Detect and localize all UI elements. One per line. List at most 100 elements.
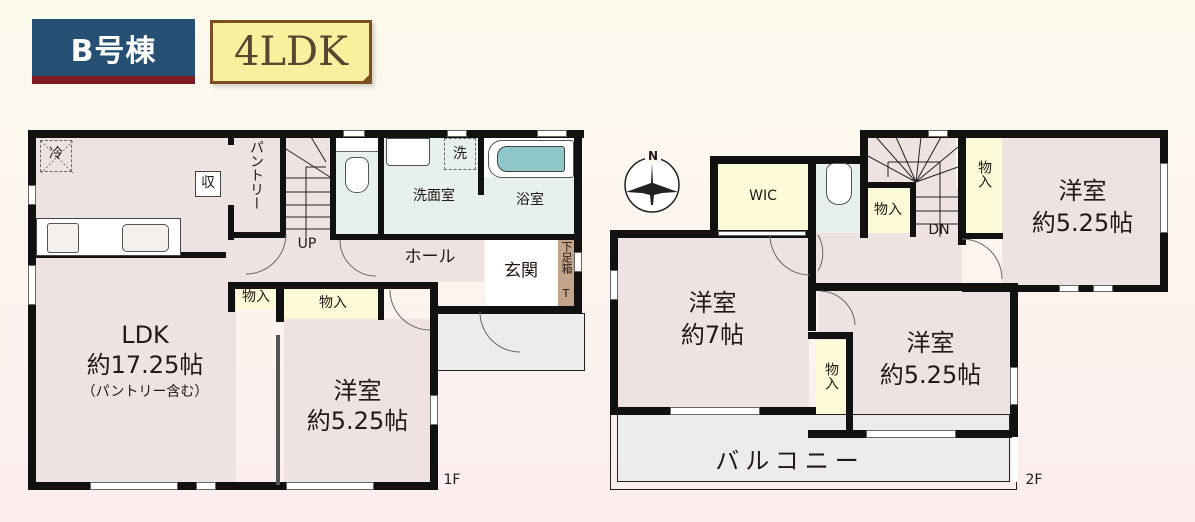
ldk-note: （パントリー含む） [81, 384, 209, 400]
shoe-box-t-label: T [562, 287, 570, 300]
window [447, 130, 467, 137]
window [1093, 285, 1113, 292]
gap [1012, 437, 1018, 482]
window [537, 130, 567, 137]
closet-stair [866, 187, 910, 233]
floor-2f-label: 2F [1025, 472, 1043, 488]
wall [610, 230, 816, 238]
wall [846, 332, 853, 437]
wic-sliding-door [718, 231, 806, 236]
room-stairs-1f [284, 137, 334, 237]
wall [430, 282, 438, 490]
wall [228, 282, 438, 289]
washbasin-icon [386, 138, 430, 166]
wall [1010, 283, 1018, 438]
bathroom-label: 浴室 [516, 192, 544, 208]
wall [910, 182, 916, 237]
wall [276, 282, 284, 322]
wall [808, 332, 853, 339]
toilet-icon [826, 163, 852, 205]
room-western-w [617, 237, 809, 409]
window [343, 130, 365, 137]
wall [958, 233, 1003, 239]
toilet-icon [345, 157, 369, 193]
room-western-1f [284, 319, 434, 484]
wall [228, 205, 234, 240]
wall [478, 130, 484, 195]
wall [860, 182, 915, 188]
closet-ne-label: 物入 [976, 160, 992, 188]
door-swings-2f [769, 234, 1003, 326]
wall [378, 130, 384, 240]
window [1160, 163, 1168, 233]
wall [860, 130, 1168, 138]
ldk-size: 約17.25帖 [86, 351, 204, 379]
room-wic [718, 163, 808, 233]
room-entrance [486, 240, 558, 306]
window [670, 407, 760, 415]
closet-ne [966, 137, 1002, 233]
stairs-up-label: UP [297, 236, 317, 252]
compass-north-label: N [645, 149, 661, 164]
wall [330, 130, 336, 238]
compass-icon [624, 157, 680, 213]
closet-1f [284, 287, 380, 319]
wall [28, 205, 36, 265]
room-bathroom [484, 177, 574, 237]
wall [710, 156, 868, 164]
western-1f-name: 洋室 [333, 377, 382, 405]
wall [228, 137, 234, 145]
window [928, 130, 948, 137]
hall-2f [815, 233, 962, 288]
washroom-label: 洗面室 [413, 188, 455, 204]
layout-type-badge: 4LDK [210, 20, 372, 84]
entrance-label: 玄関 [504, 261, 538, 281]
wall [330, 234, 582, 240]
western-1f-size: 約5.25帖 [306, 407, 409, 435]
window [866, 430, 956, 438]
wall [710, 156, 718, 236]
closet-1f-label: 物入 [319, 295, 347, 311]
washer-label: 洗 [453, 146, 467, 162]
stairs-icon [865, 136, 959, 237]
wall [958, 130, 966, 245]
wall [28, 130, 584, 138]
stove-icon [47, 223, 79, 253]
wall [228, 282, 235, 312]
kitchen-counter [36, 218, 181, 256]
stairs-down-label: DN [928, 222, 950, 238]
toilet-tank [336, 138, 378, 152]
closet-stair-label: 物入 [874, 202, 902, 218]
wall [378, 282, 384, 320]
door-exterior [196, 482, 216, 490]
stairs-2f-lower [910, 187, 962, 237]
room-hall [284, 237, 484, 282]
window [28, 185, 36, 205]
window [1010, 367, 1018, 405]
shoe-box [558, 240, 574, 306]
building-label: B号棟 [70, 33, 157, 69]
wall [28, 305, 36, 490]
western-ne-size: 約5.25帖 [1031, 209, 1134, 237]
hall-label: ホール [404, 247, 456, 267]
wall [28, 130, 36, 185]
closet-small-label: 物入 [242, 289, 270, 305]
wall [574, 130, 582, 313]
layout-type-label: 4LDK [234, 29, 348, 75]
window [574, 252, 582, 272]
closet-mid-label: 物入 [823, 362, 839, 390]
window [610, 270, 618, 300]
pantry-label: パントリー [248, 140, 264, 210]
window [28, 265, 36, 305]
wall [610, 230, 618, 414]
western-w-size: 約7帖 [680, 321, 745, 349]
sink-icon [122, 224, 169, 252]
ldk-extension [236, 237, 286, 282]
wall [228, 232, 286, 238]
fridge-space [40, 140, 74, 174]
western-w-name: 洋室 [688, 289, 737, 317]
western-se-size: 約5.25帖 [879, 361, 982, 389]
ldk-name: LDK [121, 321, 169, 349]
wall [280, 130, 286, 238]
storage-label: 収 [195, 171, 221, 197]
